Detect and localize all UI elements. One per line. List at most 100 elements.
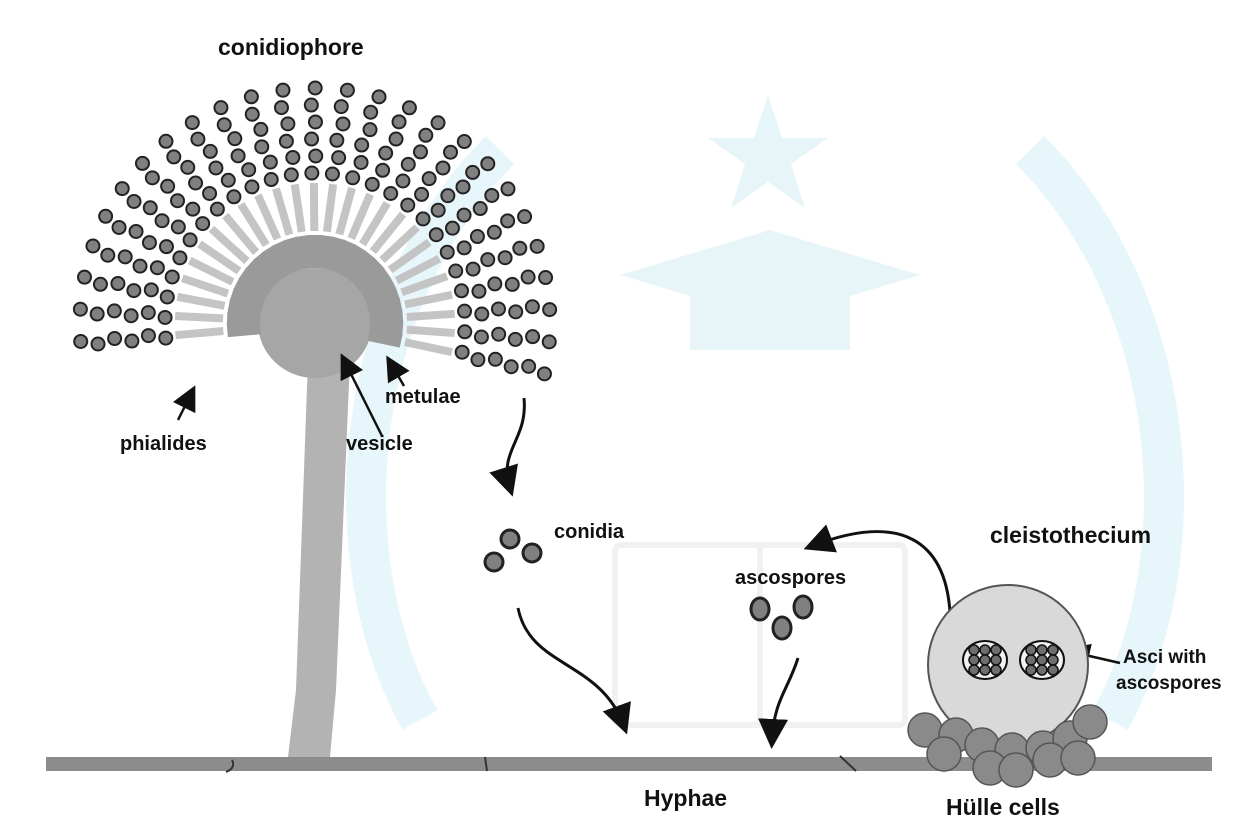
hulle-cell	[1073, 705, 1107, 739]
conidium	[436, 161, 449, 174]
conidium	[125, 335, 138, 348]
conidium	[111, 277, 124, 290]
conidium	[161, 180, 174, 193]
conidium	[181, 161, 194, 174]
conidium	[280, 135, 293, 148]
conidium	[402, 158, 415, 171]
phialides-pointer	[178, 392, 192, 420]
conidium	[449, 264, 462, 277]
conidium	[341, 84, 354, 97]
conidium	[159, 332, 172, 345]
phialide	[175, 316, 223, 318]
conidium	[543, 303, 556, 316]
conidium	[456, 180, 469, 193]
conidium	[330, 134, 343, 147]
ascospore	[969, 665, 979, 675]
conidium	[191, 133, 204, 146]
metula	[370, 317, 403, 319]
conidium	[209, 161, 222, 174]
conidium	[78, 271, 91, 284]
conidium	[430, 228, 443, 241]
conidium	[275, 101, 288, 114]
conidium	[144, 201, 157, 214]
ascospore	[1037, 665, 1047, 675]
ascospore	[751, 598, 769, 620]
conidium	[458, 325, 471, 338]
arrow-conidia-to-hyphae	[518, 608, 624, 726]
conidium	[499, 251, 512, 264]
conidium	[332, 151, 345, 164]
conidium	[432, 116, 445, 129]
conidium	[156, 214, 169, 227]
ascospore	[1037, 655, 1047, 665]
conidium	[159, 311, 172, 324]
conidium	[522, 271, 535, 284]
ascospore	[980, 645, 990, 655]
conidium	[285, 168, 298, 181]
conidium	[119, 250, 132, 263]
label-conidia: conidia	[554, 521, 625, 543]
conidium	[309, 149, 322, 162]
conidium	[113, 221, 126, 234]
conidium	[523, 544, 541, 562]
conidia-spores	[485, 530, 541, 571]
conidium	[276, 84, 289, 97]
conidium	[136, 157, 149, 170]
conidium	[173, 251, 186, 264]
conidium	[475, 330, 488, 343]
ascospore	[991, 645, 1001, 655]
conidium	[222, 174, 235, 187]
conidium	[74, 303, 87, 316]
conidium	[186, 203, 199, 216]
conidium	[432, 204, 445, 217]
watermark-cap-band	[690, 290, 850, 350]
conidium	[255, 140, 268, 153]
conidium	[458, 241, 471, 254]
conidium	[501, 530, 519, 548]
conidium	[94, 278, 107, 291]
conidium	[145, 283, 158, 296]
conidium	[86, 239, 99, 252]
conidium	[458, 305, 471, 318]
conidium	[488, 226, 501, 239]
conidium	[305, 99, 318, 112]
conidium	[522, 360, 535, 373]
ascospore	[1026, 665, 1036, 675]
conidium	[159, 135, 172, 148]
phialide	[339, 188, 352, 234]
phialide	[176, 331, 224, 335]
conidium	[232, 149, 245, 162]
conidium	[390, 133, 403, 146]
ascospore	[1048, 655, 1058, 665]
ascospore	[1026, 645, 1036, 655]
conidium	[204, 145, 217, 158]
metula	[227, 328, 260, 331]
conidium	[505, 360, 518, 373]
conidium	[373, 90, 386, 103]
conidium	[419, 129, 432, 142]
conidium	[509, 333, 522, 346]
conidium	[151, 261, 164, 274]
conidium	[355, 156, 368, 169]
conidium	[441, 189, 454, 202]
conidium	[245, 90, 258, 103]
conidium	[189, 176, 202, 189]
ascospore	[1048, 665, 1058, 675]
conidium	[485, 553, 503, 571]
ascospore	[794, 596, 812, 618]
label-vesicle: vesicle	[346, 433, 413, 455]
conidium	[456, 346, 469, 359]
conidium	[166, 270, 179, 283]
conidium	[403, 101, 416, 114]
conidium	[184, 233, 197, 246]
conidium	[384, 187, 397, 200]
conidium	[108, 332, 121, 345]
label-phialides: phialides	[120, 433, 207, 455]
conidium	[488, 277, 501, 290]
conidium	[501, 182, 514, 195]
conidium	[509, 305, 522, 318]
conidium	[146, 171, 159, 184]
conidium	[134, 260, 147, 273]
conidium	[475, 308, 488, 321]
conidium	[458, 209, 471, 222]
